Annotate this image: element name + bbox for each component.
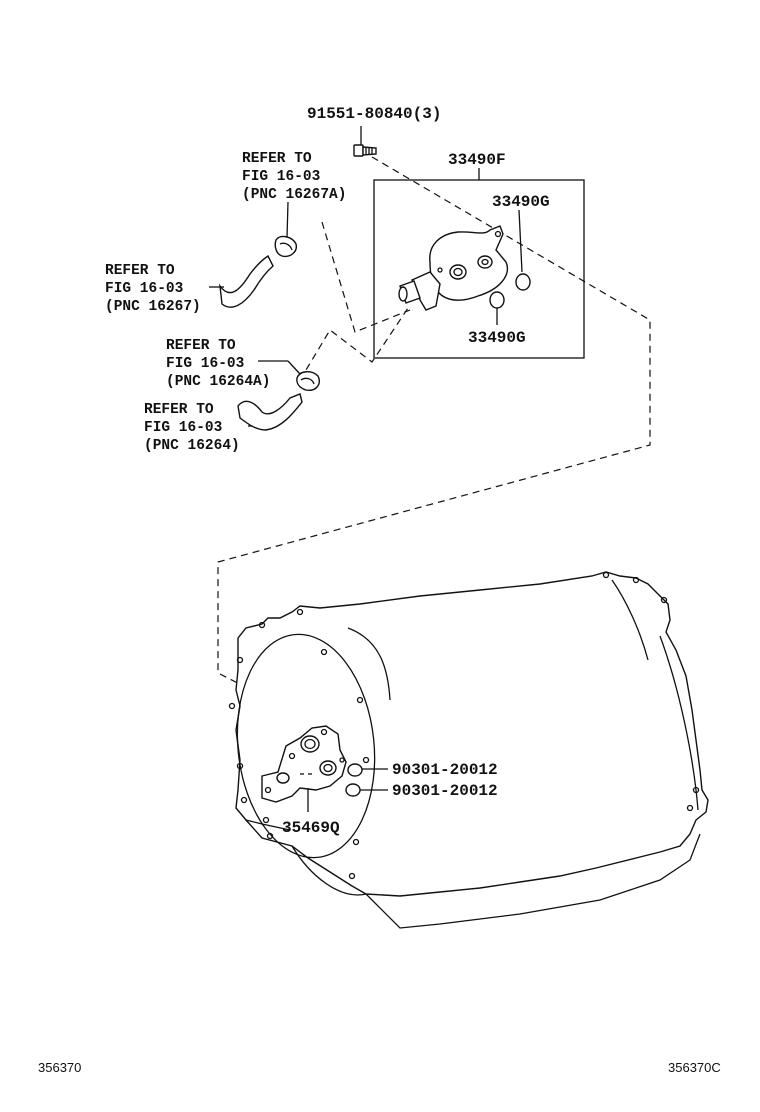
gasket-lower-part-number: 33490G — [468, 329, 526, 347]
svg-text:FIG 16-03: FIG 16-03 — [166, 356, 244, 372]
cooler-assy-box — [373, 179, 585, 359]
gasket-lower-part[interactable] — [489, 291, 505, 309]
oring-upper-part-number: 90301-20012 — [392, 761, 498, 779]
svg-text:FIG 16-03: FIG 16-03 — [242, 169, 320, 185]
footer-code-left: 356370 — [38, 1060, 81, 1075]
svg-text:FIG 16-03: FIG 16-03 — [105, 281, 183, 297]
ref-note-16264: REFER TO FIG 16-03 (PNC 16264) — [144, 402, 240, 454]
clamp-lower-part[interactable] — [296, 371, 320, 391]
bolt-part[interactable] — [353, 126, 377, 157]
svg-text:FIG 16-03: FIG 16-03 — [144, 420, 222, 436]
oil-cooler-part[interactable] — [398, 225, 509, 311]
gasket-upper-leader — [518, 209, 523, 273]
svg-text:(PNC 16264A): (PNC 16264A) — [166, 374, 270, 390]
svg-text:REFER TO: REFER TO — [242, 151, 312, 167]
assembly-dashed-lines — [217, 156, 651, 716]
ref-note-16267: REFER TO FIG 16-03 (PNC 16267) — [105, 263, 201, 315]
svg-text:REFER TO: REFER TO — [166, 338, 236, 354]
hose-upper-part[interactable] — [219, 254, 274, 308]
hose-lower-part[interactable] — [237, 393, 303, 431]
oring-lower-part[interactable] — [345, 783, 361, 797]
oring-lower-part-number: 90301-20012 — [392, 782, 498, 800]
adapter-part[interactable] — [261, 725, 347, 803]
transmission-housing — [228, 571, 709, 929]
adapter-part-number: 35469Q — [282, 819, 340, 837]
gasket-upper-part[interactable] — [515, 273, 531, 291]
gasket-upper-part-number: 33490G — [492, 193, 550, 211]
ref-note-16267a: REFER TO FIG 16-03 (PNC 16267A) — [242, 151, 346, 203]
clamp-upper-leader — [286, 201, 289, 239]
svg-text:REFER TO: REFER TO — [144, 402, 214, 418]
svg-text:REFER TO: REFER TO — [105, 263, 175, 279]
svg-text:(PNC 16267A): (PNC 16267A) — [242, 187, 346, 203]
clamp-upper-part[interactable] — [274, 235, 297, 258]
cooler-assy-part-number: 33490F — [448, 151, 506, 169]
ref-note-16264a: REFER TO FIG 16-03 (PNC 16264A) — [166, 338, 270, 390]
footer-code-right: 356370C — [668, 1060, 721, 1075]
svg-text:(PNC 16264): (PNC 16264) — [144, 438, 240, 454]
oring-upper-part[interactable] — [347, 763, 363, 777]
svg-text:(PNC 16267): (PNC 16267) — [105, 299, 201, 315]
bolt-part-number: 91551-80840(3) — [307, 105, 441, 123]
